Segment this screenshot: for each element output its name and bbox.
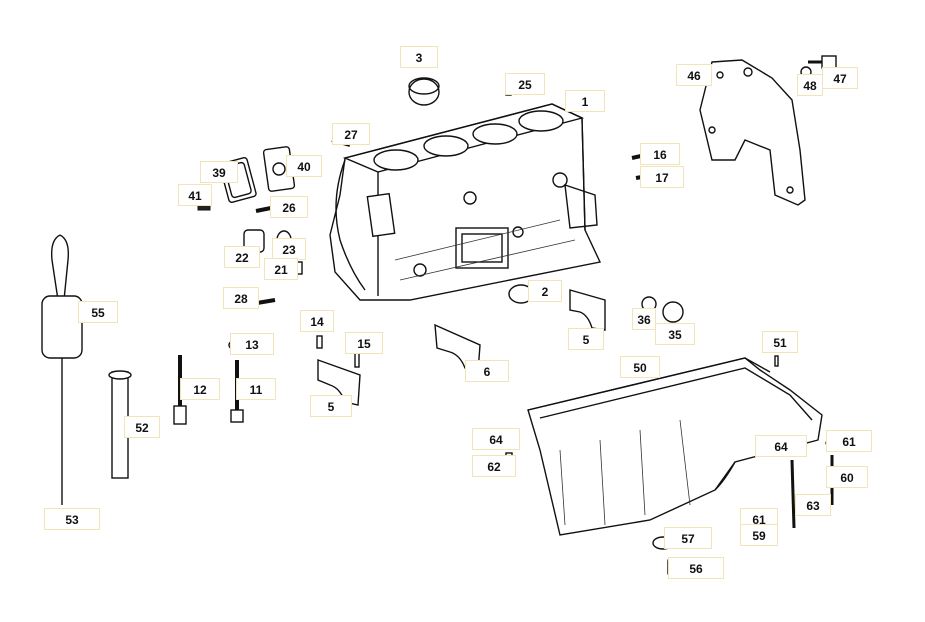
callout-35[interactable]: 35 <box>655 323 695 345</box>
callout-15[interactable]: 15 <box>345 332 383 354</box>
callout-61-right[interactable]: 61 <box>826 430 872 452</box>
callout-64-right[interactable]: 64 <box>755 435 807 457</box>
callout-40[interactable]: 40 <box>286 155 322 177</box>
dipstick <box>41 234 83 505</box>
callout-25[interactable]: 25 <box>505 73 545 95</box>
callout-1[interactable]: 1 <box>565 90 605 112</box>
callout-22[interactable]: 22 <box>224 246 260 268</box>
callout-53[interactable]: 53 <box>44 508 100 530</box>
callout-48[interactable]: 48 <box>797 74 823 96</box>
callout-5-upper[interactable]: 5 <box>568 328 604 350</box>
callout-64-left[interactable]: 64 <box>472 428 520 450</box>
timing-cover-plate <box>699 59 806 206</box>
callout-52[interactable]: 52 <box>124 416 160 438</box>
callout-50[interactable]: 50 <box>620 356 660 378</box>
callout-5-lower[interactable]: 5 <box>310 395 352 417</box>
callout-55[interactable]: 55 <box>78 301 118 323</box>
callout-12[interactable]: 12 <box>180 378 220 400</box>
callout-36[interactable]: 36 <box>632 308 656 330</box>
callout-46[interactable]: 46 <box>676 64 712 86</box>
callout-47[interactable]: 47 <box>822 67 858 89</box>
engine-block <box>329 103 602 301</box>
callout-27[interactable]: 27 <box>332 123 370 145</box>
callout-60[interactable]: 60 <box>826 466 868 488</box>
callout-3[interactable]: 3 <box>400 46 438 68</box>
callout-39[interactable]: 39 <box>200 161 238 183</box>
dipstick-guide-tube <box>108 370 132 479</box>
callout-62[interactable]: 62 <box>472 455 516 477</box>
callout-63[interactable]: 63 <box>795 494 831 516</box>
callout-26[interactable]: 26 <box>270 196 308 218</box>
callout-6[interactable]: 6 <box>465 360 509 382</box>
callout-14[interactable]: 14 <box>300 310 334 332</box>
callout-28[interactable]: 28 <box>223 287 259 309</box>
callout-13[interactable]: 13 <box>230 333 274 355</box>
callout-17[interactable]: 17 <box>640 166 684 188</box>
callout-41[interactable]: 41 <box>178 184 212 206</box>
callout-59[interactable]: 59 <box>740 524 778 546</box>
callout-51[interactable]: 51 <box>762 331 798 353</box>
callout-2[interactable]: 2 <box>528 280 562 302</box>
callout-11[interactable]: 11 <box>236 378 276 400</box>
callout-57[interactable]: 57 <box>664 527 712 549</box>
callout-23[interactable]: 23 <box>272 238 306 260</box>
callout-21[interactable]: 21 <box>264 258 298 280</box>
callout-16[interactable]: 16 <box>640 143 680 165</box>
callout-56[interactable]: 56 <box>668 557 724 579</box>
oil-pan <box>527 357 823 536</box>
